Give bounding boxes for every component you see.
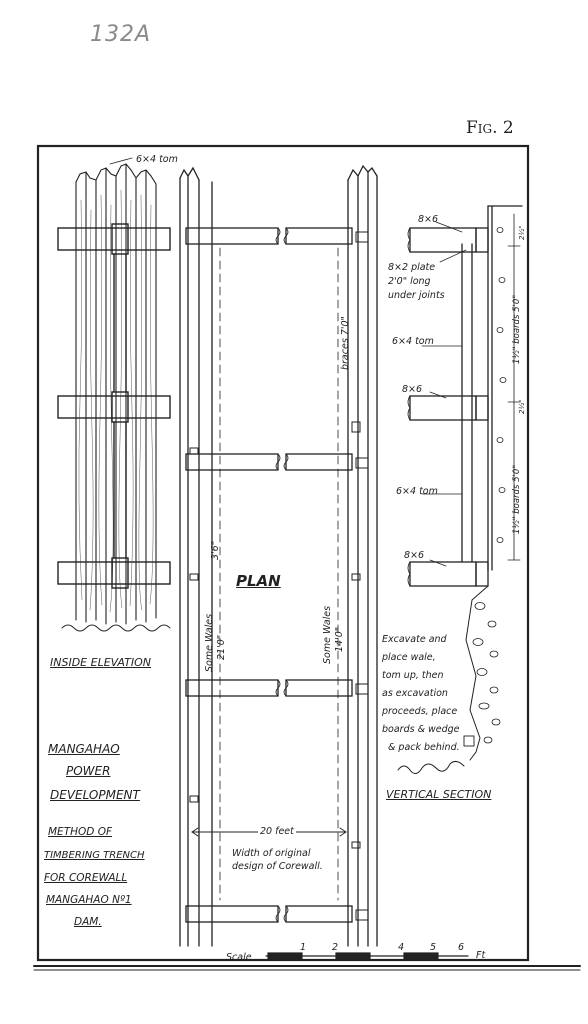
- section-tom-lower: 6×4 tom: [396, 486, 438, 497]
- scale-tick-2: 2: [332, 942, 339, 953]
- excavate-note-7: & pack behind.: [388, 742, 460, 753]
- title-line-4: METHOD OF: [48, 826, 112, 838]
- dim-3-6-label: 3'6": [210, 540, 221, 560]
- some-wales-14-line1: Some Wales: [322, 605, 333, 664]
- scale-tick-1: 1: [300, 942, 307, 953]
- boards-upper-label: 1½" boards 5'0": [512, 294, 522, 364]
- scale-label: Scale: [226, 952, 252, 963]
- scale-tick-4: 4: [398, 942, 405, 953]
- inside-elevation-label: INSIDE ELEVATION: [50, 656, 151, 669]
- scale-tick-6: 6: [458, 942, 465, 953]
- excavate-note-2: place wale,: [382, 652, 436, 663]
- dim-small-lower: 2½": [518, 399, 526, 414]
- scale-tick-5: 5: [430, 942, 437, 953]
- title-line-8: DAM.: [74, 916, 102, 928]
- excavate-note-5: proceeds, place: [382, 706, 458, 717]
- title-line-2: POWER: [66, 764, 111, 778]
- excavate-note-6: boards & wedge: [382, 724, 460, 735]
- vertical-section-label: VERTICAL SECTION: [386, 788, 492, 801]
- title-line-6: FOR COREWALL: [44, 872, 128, 884]
- title-line-7: MANGAHAO Nº1: [46, 894, 132, 906]
- braces-label: braces 7'0": [340, 316, 351, 370]
- some-wales-14-line2: 14'0": [334, 626, 345, 652]
- excavate-note-4: as excavation: [382, 688, 448, 699]
- section-plate-line1: 8×2 plate: [388, 262, 436, 273]
- dim-small-upper: 2½": [518, 225, 526, 240]
- elevation-top-label: 6×4 tom: [136, 154, 178, 165]
- section-tom-upper: 6×4 tom: [392, 336, 434, 347]
- width-note-line2: design of Corewall.: [232, 861, 323, 872]
- section-8x6-mid: 8×6: [402, 384, 423, 395]
- width-note-line1: Width of original: [232, 848, 311, 859]
- some-wales-21-line2: 21'0": [216, 634, 227, 660]
- figure-label: Fig. 2: [466, 118, 514, 138]
- section-plate-line3: under joints: [388, 290, 445, 301]
- excavate-note-3: tom up, then: [382, 670, 444, 681]
- plan-label: PLAN: [236, 572, 281, 590]
- boards-lower-label: 1½" boards 5'0": [512, 464, 522, 534]
- pencil-page-number: 132A: [90, 22, 152, 47]
- twenty-feet-label: 20 feet: [258, 826, 296, 837]
- scale-unit: Ft: [476, 950, 486, 961]
- section-plate-line2: 2'0" long: [388, 276, 431, 287]
- title-line-1: MANGAHAO: [48, 742, 120, 756]
- title-line-5: TIMBERING TRENCH: [44, 850, 145, 861]
- title-line-3: DEVELOPMENT: [50, 788, 140, 802]
- section-8x6-top: 8×6: [418, 214, 439, 225]
- some-wales-21-line1: Some Wales: [204, 613, 215, 672]
- excavate-note-1: Excavate and: [382, 634, 447, 645]
- section-8x6-bottom: 8×6: [404, 550, 425, 561]
